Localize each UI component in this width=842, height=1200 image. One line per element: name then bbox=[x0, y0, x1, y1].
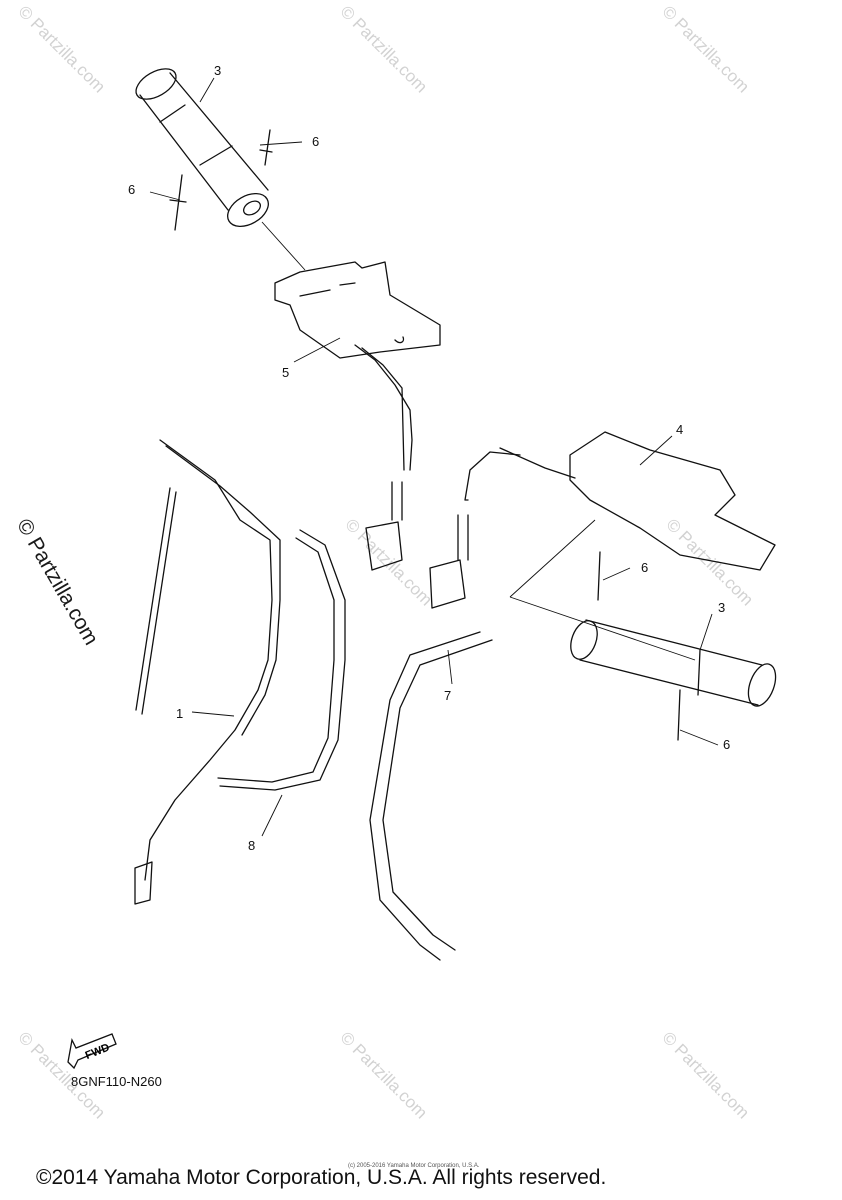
leader-lines bbox=[149, 77, 719, 837]
diagram-code: 8GNF110-N260 bbox=[71, 1074, 162, 1089]
callout-3-right: 3 bbox=[718, 600, 725, 615]
footer-copyright: ©2014 Yamaha Motor Corporation, U.S.A. A… bbox=[36, 1166, 607, 1189]
callout-7: 7 bbox=[444, 688, 451, 703]
grip-right bbox=[509, 519, 777, 741]
callout-3-top: 3 bbox=[214, 63, 221, 78]
callout-6-top-right: 6 bbox=[312, 134, 319, 149]
callout-6-bottom: 6 bbox=[723, 737, 730, 752]
throttle-cable bbox=[134, 439, 281, 905]
grip-heater-left bbox=[274, 261, 441, 571]
callout-6-mid: 6 bbox=[641, 560, 648, 575]
tiny-copyright: (c) 2005-2016 Yamaha Motor Corporation, … bbox=[348, 1163, 480, 1169]
rivets-top bbox=[169, 129, 273, 231]
callout-4: 4 bbox=[676, 422, 683, 437]
callout-5: 5 bbox=[282, 365, 289, 380]
grip-top bbox=[135, 68, 306, 271]
hose-7 bbox=[369, 631, 493, 961]
callout-1: 1 bbox=[176, 706, 183, 721]
grip-heater-right bbox=[429, 431, 776, 609]
callout-8: 8 bbox=[248, 838, 255, 853]
hose-8 bbox=[217, 529, 346, 791]
fwd-arrow-icon: FWD bbox=[64, 1030, 124, 1075]
callout-6-top-left: 6 bbox=[128, 182, 135, 197]
